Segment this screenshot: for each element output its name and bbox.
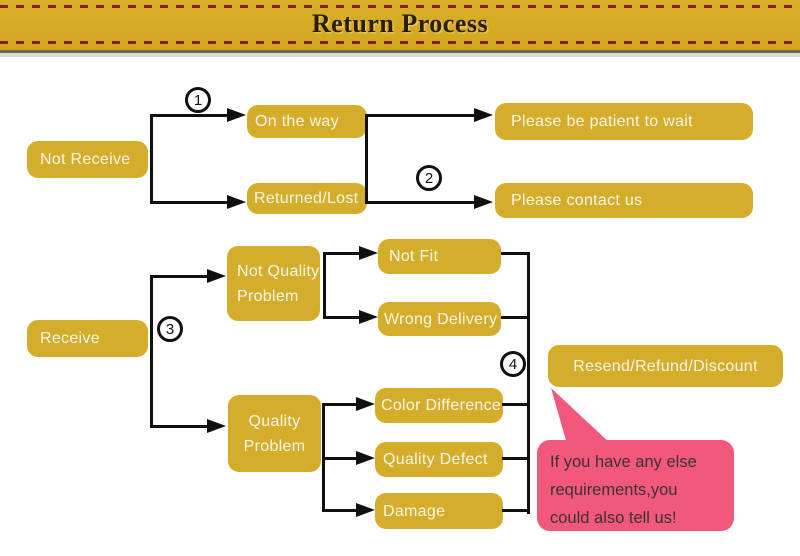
node-quality-defect: Quality Defect	[375, 442, 503, 477]
arrowhead-icon	[227, 108, 246, 122]
connector-line	[501, 252, 527, 255]
arrowhead-icon	[207, 419, 226, 433]
step-4-badge: 4	[500, 351, 526, 377]
arrowhead-icon	[356, 397, 375, 411]
arrowhead-icon	[359, 246, 378, 260]
connector-line	[150, 114, 227, 117]
connector-line	[322, 509, 356, 512]
connector-line	[150, 114, 153, 204]
connector-line	[365, 114, 474, 117]
speech-bubble-tail	[551, 388, 611, 444]
connector-line	[527, 252, 530, 514]
arrowhead-icon	[356, 503, 375, 517]
connector-line	[323, 252, 359, 255]
connector-line	[323, 252, 326, 319]
speech-bubble: If you have any else requirements,you co…	[537, 440, 734, 531]
connector-line	[322, 457, 356, 460]
node-please-wait: Please be patient to wait	[495, 103, 753, 140]
connector-line	[502, 509, 527, 512]
speech-bubble-line: could also tell us!	[550, 509, 677, 527]
connector-line	[150, 275, 207, 278]
step-2-badge: 2	[416, 165, 442, 191]
node-quality-problem: Quality Problem	[228, 395, 321, 472]
connector-line	[365, 201, 474, 204]
connector-line	[150, 201, 227, 204]
connector-line	[365, 114, 368, 204]
speech-bubble-line: If you have any else	[550, 453, 697, 471]
node-damage: Damage	[375, 493, 503, 529]
node-not-fit: Not Fit	[378, 239, 501, 274]
arrowhead-icon	[227, 195, 246, 209]
node-not-receive: Not Receive	[27, 141, 148, 178]
node-please-contact: Please contact us	[495, 183, 753, 218]
speech-bubble-line: requirements,you	[550, 481, 678, 499]
step-1-badge: 1	[185, 87, 211, 113]
header-stitch-top	[0, 5, 800, 8]
arrowhead-icon	[474, 108, 493, 122]
connector-line	[150, 425, 207, 428]
node-color-difference: Color Difference	[375, 388, 503, 423]
node-not-quality-problem: Not Quality Problem	[227, 246, 320, 321]
page-title: Return Process	[311, 9, 489, 38]
node-resend-refund-discount: Resend/Refund/Discount	[548, 345, 783, 387]
connector-line	[322, 403, 356, 406]
header-banner: Return Process	[0, 0, 800, 53]
connector-line	[501, 316, 527, 319]
arrowhead-icon	[356, 451, 375, 465]
arrowhead-icon	[474, 195, 493, 209]
arrowhead-icon	[359, 310, 378, 324]
connector-line	[323, 316, 359, 319]
connector-line	[502, 457, 527, 460]
connector-line	[150, 275, 153, 428]
node-returned-lost: Returned/Lost	[247, 183, 367, 214]
node-receive: Receive	[27, 320, 148, 357]
step-3-badge: 3	[157, 316, 183, 342]
node-wrong-delivery: Wrong Delivery	[378, 302, 501, 336]
node-on-the-way: On the way	[247, 105, 367, 138]
header-stitch-bottom	[0, 41, 800, 44]
arrowhead-icon	[207, 269, 226, 283]
connector-line	[502, 403, 527, 406]
